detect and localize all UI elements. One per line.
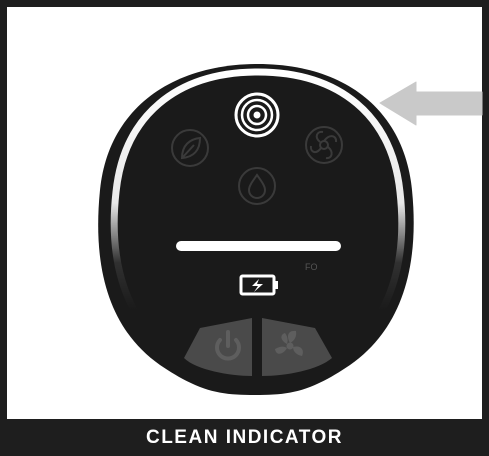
- status-light-bar: [176, 241, 341, 251]
- caption-bar: CLEAN INDICATOR: [7, 419, 482, 456]
- caption-text: CLEAN INDICATOR: [146, 427, 343, 449]
- clean-indicator-icon: [236, 94, 278, 136]
- arrow-icon: [380, 82, 482, 125]
- fo-label: FO: [305, 262, 318, 272]
